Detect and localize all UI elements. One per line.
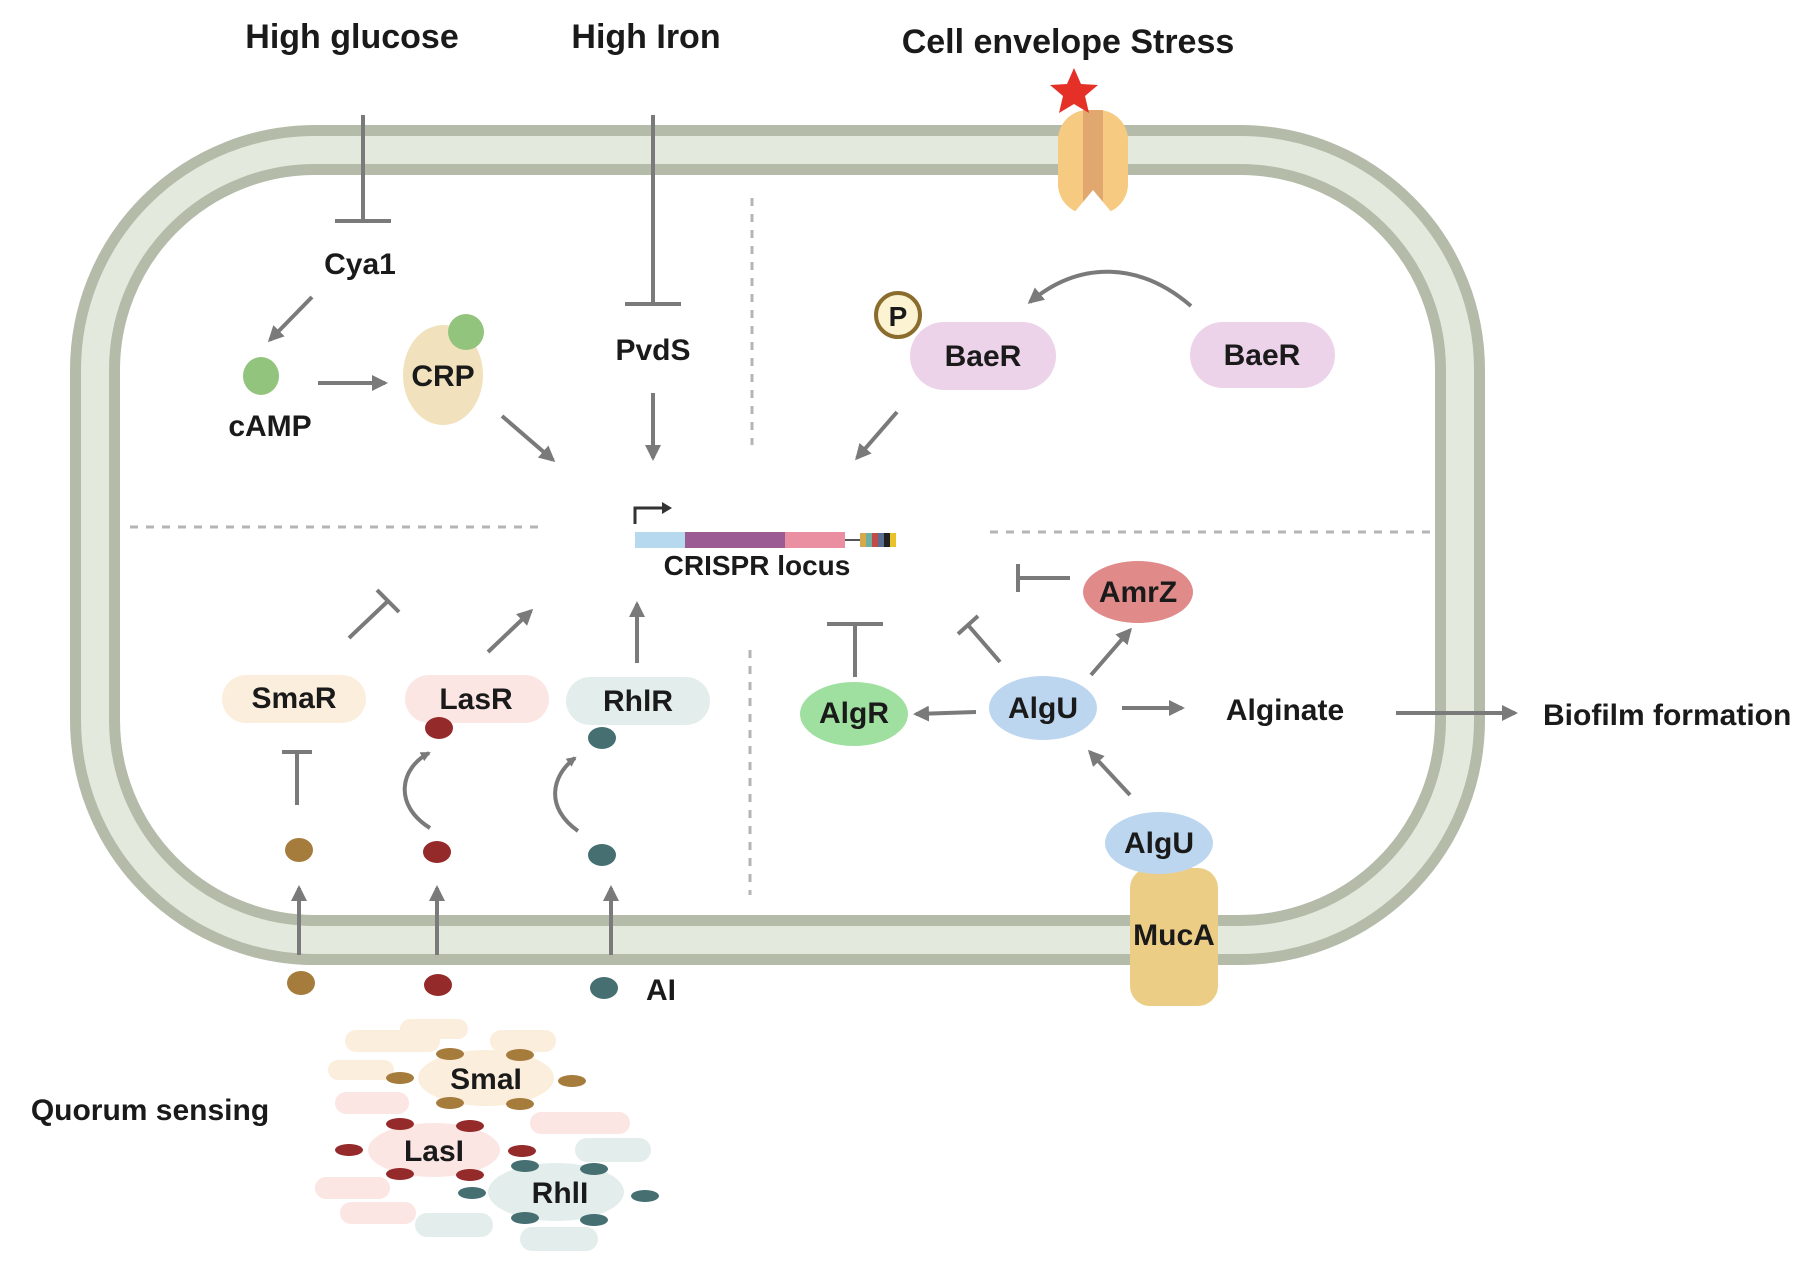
sma-ai-extracellular	[287, 971, 315, 995]
las-ai-intracellular	[423, 841, 451, 863]
cya1-label: Cya1	[324, 248, 396, 281]
rhl-ai-intracellular	[588, 844, 616, 866]
lasr-label: LasR	[439, 683, 513, 716]
lasr-protein	[405, 675, 549, 723]
algu-bound-protein	[1105, 812, 1213, 874]
quorum-sensing-cluster	[315, 1019, 659, 1251]
algr-label: AlgR	[819, 697, 889, 730]
phosphate-icon	[874, 291, 922, 339]
quorum-sensing-label: Quorum sensing	[31, 1094, 269, 1127]
crp-label: CRP	[411, 360, 474, 393]
las-ai-binding-arrow	[402, 751, 432, 830]
signal-high-glucose: High glucose	[245, 18, 458, 56]
baer-active-label: BaeR	[945, 340, 1022, 373]
cell-membrane	[70, 125, 1485, 965]
baer-active	[910, 322, 1056, 390]
smar-inhibits-crispr	[347, 588, 401, 640]
smai-ai-inhibits-smar	[282, 750, 312, 805]
crispr-locus	[633, 502, 896, 548]
algu-inhibits-crispr	[956, 614, 1002, 664]
ai-label: AI	[646, 974, 676, 1007]
lasr-to-crispr-arrow	[486, 608, 534, 654]
rhl-ai-binding-arrow	[553, 756, 580, 833]
algu-to-amrz-arrow	[1089, 627, 1132, 677]
rhli-label: RhlI	[532, 1177, 589, 1210]
smar-label: SmaR	[251, 682, 336, 715]
algu-protein	[989, 676, 1097, 740]
pvds-label: PvdS	[615, 334, 690, 367]
crp-protein	[403, 325, 483, 425]
muca-protein	[1130, 868, 1218, 1006]
alginate-label: Alginate	[1226, 694, 1344, 727]
amrz-protein	[1083, 561, 1193, 623]
baer-inactive	[1190, 322, 1335, 388]
crp-camp-bound	[448, 314, 484, 350]
sma-ai-intracellular	[285, 838, 313, 862]
smai-label: SmaI	[450, 1063, 522, 1096]
las-ai-extracellular	[424, 974, 452, 996]
crispr-locus-label: CRISPR locus	[664, 550, 851, 581]
camp-molecule	[243, 357, 279, 395]
cya1-to-camp-arrow	[267, 295, 314, 343]
rhlr-protein	[566, 677, 710, 725]
amrz-inhibits-crispr	[1016, 564, 1070, 592]
algu-to-algr-arrow	[913, 705, 977, 722]
phosphate-label: P	[889, 301, 908, 332]
amrz-label: AmrZ	[1099, 576, 1177, 609]
smar-protein	[222, 675, 366, 723]
rhl-ai-extracellular	[590, 977, 618, 999]
camp-label: cAMP	[228, 410, 311, 443]
rhlr-label: RhlR	[603, 685, 673, 718]
stress-star-icon	[1050, 68, 1098, 113]
glucose-inhibits-cya1	[335, 115, 391, 223]
algu-label: AlgU	[1008, 692, 1078, 725]
algu-release-arrow	[1087, 749, 1132, 797]
quadrant-dividers	[130, 198, 1430, 895]
las-ai-bound	[425, 717, 453, 739]
rhl-ai-bound	[588, 727, 616, 749]
crp-to-crispr-arrow	[500, 414, 556, 462]
biofilm-formation-label: Biofilm formation	[1543, 699, 1791, 732]
lasi-label: LasI	[404, 1135, 464, 1168]
algr-inhibits-crispr	[827, 622, 883, 677]
signal-high-iron: High Iron	[571, 18, 720, 56]
muca-label: MucA	[1133, 919, 1215, 952]
algu-bound-label: AlgU	[1124, 827, 1194, 860]
iron-inhibits-pvds	[625, 115, 681, 306]
baer-to-crispr-arrow	[855, 410, 899, 461]
baer-phosphorylation-arrow	[1027, 269, 1193, 308]
membrane-channel	[1058, 110, 1128, 214]
algr-protein	[800, 682, 908, 746]
baer-inactive-label: BaeR	[1224, 339, 1301, 372]
signal-cell-envelope-stress: Cell envelope Stress	[902, 23, 1235, 61]
